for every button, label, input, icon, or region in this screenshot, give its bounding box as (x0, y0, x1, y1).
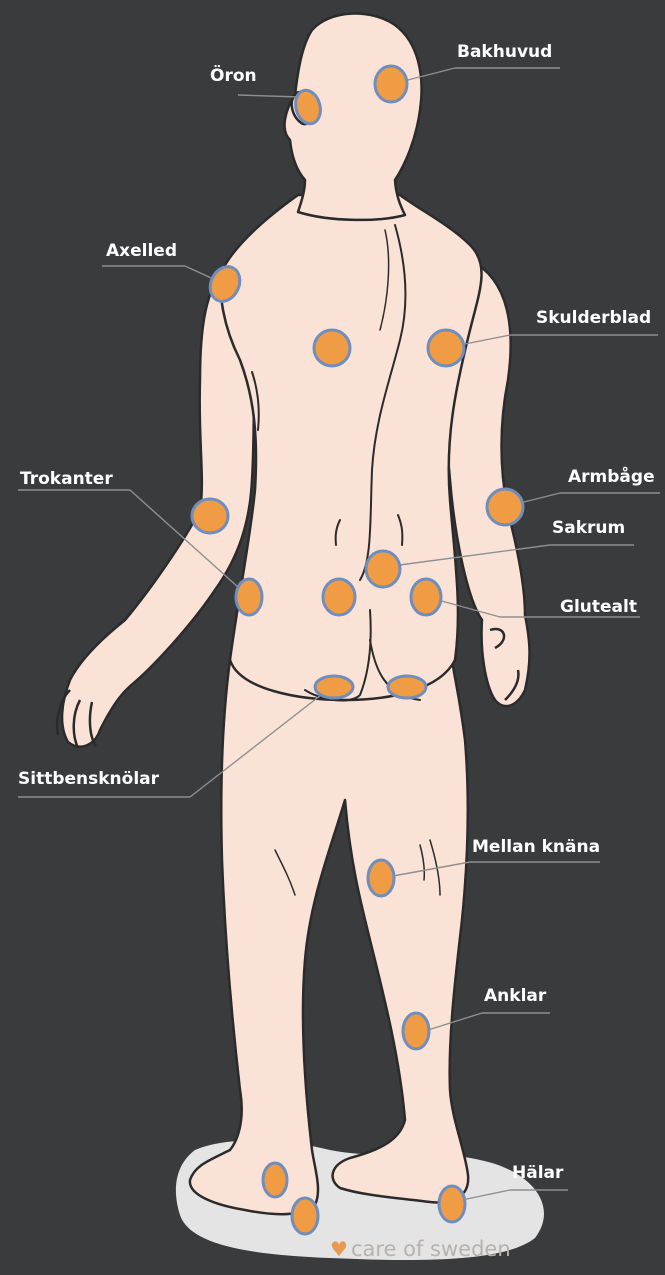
pressure-point-heel-right (439, 1186, 465, 1222)
heart-icon: ♥ (330, 1237, 348, 1261)
label-trochanter: Trokanter (20, 469, 113, 489)
label-elbow: Armbåge (568, 467, 655, 487)
pressure-point-elbow-left (192, 499, 228, 533)
label-ears: Öron (210, 66, 257, 86)
label-back-of-head: Bakhuvud (457, 42, 552, 62)
label-sacrum: Sakrum (552, 518, 625, 538)
label-gluteal: Glutealt (560, 597, 637, 617)
pressure-point-ischial-left (315, 676, 353, 698)
pressure-point-gluteal-left (323, 579, 355, 615)
pressure-point-shoulder-blade-right (428, 330, 464, 366)
brand-name: care of sweden (351, 1237, 511, 1261)
label-between-knees: Mellan knäna (472, 837, 600, 857)
pressure-point-sacrum (366, 551, 400, 587)
pressure-point-knee (368, 860, 394, 896)
label-shoulder-joint: Axelled (106, 241, 177, 261)
pressure-point-back-of-head (375, 66, 407, 102)
pressure-point-gluteal-right (411, 579, 441, 615)
brand-logo: ♥care of sweden (330, 1237, 511, 1261)
pressure-point-ischial-right (388, 676, 426, 698)
pressure-point-elbow-right (487, 489, 523, 525)
label-shoulder-blade: Skulderblad (536, 308, 651, 328)
pressure-point-ankle-right (403, 1013, 429, 1049)
pressure-point-heel-left (292, 1198, 318, 1234)
body-figure (57, 14, 529, 1215)
label-heels: Hälar (512, 1163, 563, 1183)
pressure-point-ankle-left (263, 1163, 287, 1197)
pressure-point-shoulder-blade-left (314, 330, 350, 366)
label-ischial-tuberosities: Sittbensknölar (18, 769, 159, 789)
label-ankles: Anklar (484, 986, 546, 1006)
pressure-point-trochanter (236, 579, 262, 615)
